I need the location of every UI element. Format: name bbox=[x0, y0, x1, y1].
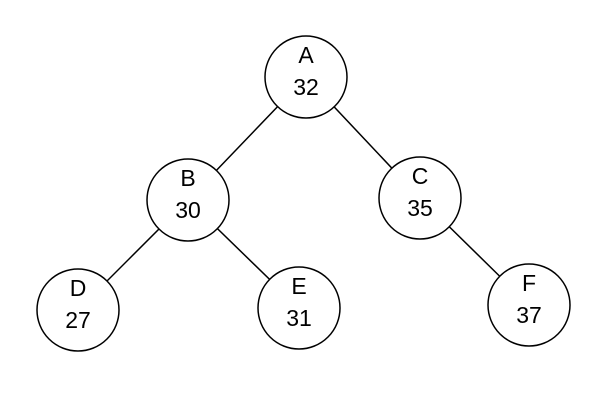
node-D-value: 27 bbox=[65, 307, 91, 333]
node-C-circle bbox=[378, 156, 462, 240]
node-C-value: 35 bbox=[407, 195, 433, 221]
node-A-label: A bbox=[298, 42, 314, 68]
node-B-value: 30 bbox=[175, 197, 201, 223]
node-C-label: C bbox=[412, 163, 429, 189]
node-B-circle bbox=[146, 158, 230, 242]
node-A-circle bbox=[264, 35, 348, 119]
node-D-label: D bbox=[70, 275, 87, 301]
node-B: B 30 bbox=[146, 158, 230, 242]
node-A: A 32 bbox=[264, 35, 348, 119]
node-F-value: 37 bbox=[516, 302, 542, 328]
node-D: D 27 bbox=[36, 268, 120, 352]
node-E: E 31 bbox=[257, 266, 341, 350]
node-E-label: E bbox=[291, 273, 306, 299]
node-E-circle bbox=[257, 266, 341, 350]
node-F-label: F bbox=[522, 270, 536, 296]
node-C: C 35 bbox=[378, 156, 462, 240]
node-A-value: 32 bbox=[293, 74, 319, 100]
node-F-circle bbox=[487, 263, 571, 347]
node-E-value: 31 bbox=[286, 305, 312, 331]
node-B-label: B bbox=[180, 165, 195, 191]
node-F: F 37 bbox=[487, 263, 571, 347]
node-D-circle bbox=[36, 268, 120, 352]
